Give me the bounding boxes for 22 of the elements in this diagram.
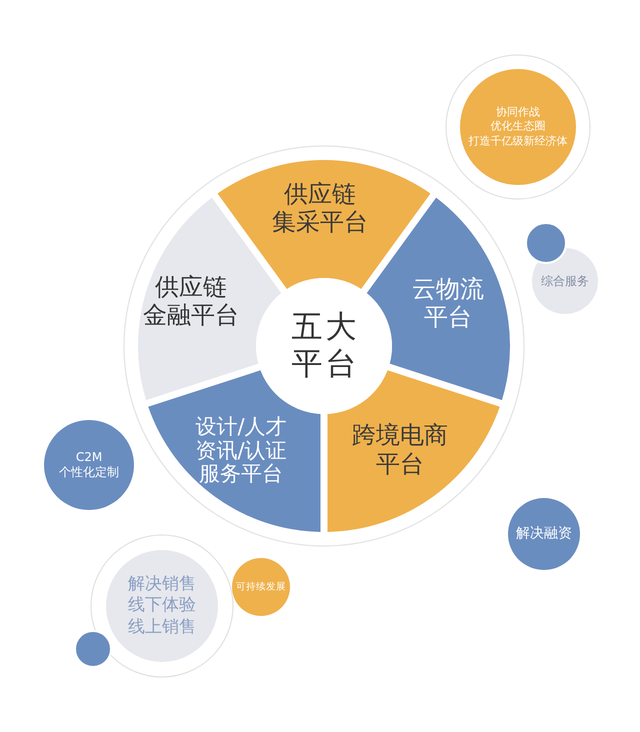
- segment-label: 云物流平台: [412, 274, 484, 332]
- circle-bubble: [507, 497, 581, 571]
- small-circle: [525, 222, 567, 264]
- bubble-label: 解决融资: [516, 526, 572, 542]
- segment-label: 跨境电商平台: [352, 421, 448, 479]
- circle-bubble: [531, 247, 599, 315]
- circle-bubble: [445, 54, 591, 200]
- bubble-label: 可持续发展: [236, 581, 286, 593]
- bubble-label: C2M 个性化定制: [59, 450, 119, 480]
- small-circle: [74, 630, 112, 668]
- bubble-label: 综合服务: [541, 274, 589, 288]
- center-label: 五大平台: [290, 308, 360, 384]
- circle-bubble: [90, 534, 234, 678]
- segment-label: 设计/人才资讯/认证服务平台: [195, 416, 287, 486]
- center-circle: [256, 278, 392, 414]
- circle-bubble: [231, 557, 291, 617]
- circle-bubble: [43, 419, 135, 511]
- ring-segment: [366, 197, 510, 401]
- segment-label: 供应链集采平台: [272, 180, 368, 236]
- segment-label: 供应链金融平台: [143, 272, 239, 330]
- bubble-label: 协同作战优化生态圈打造千亿级新经济体: [468, 106, 568, 148]
- bubble-label: 解决销售线下体验线上销售: [128, 574, 196, 638]
